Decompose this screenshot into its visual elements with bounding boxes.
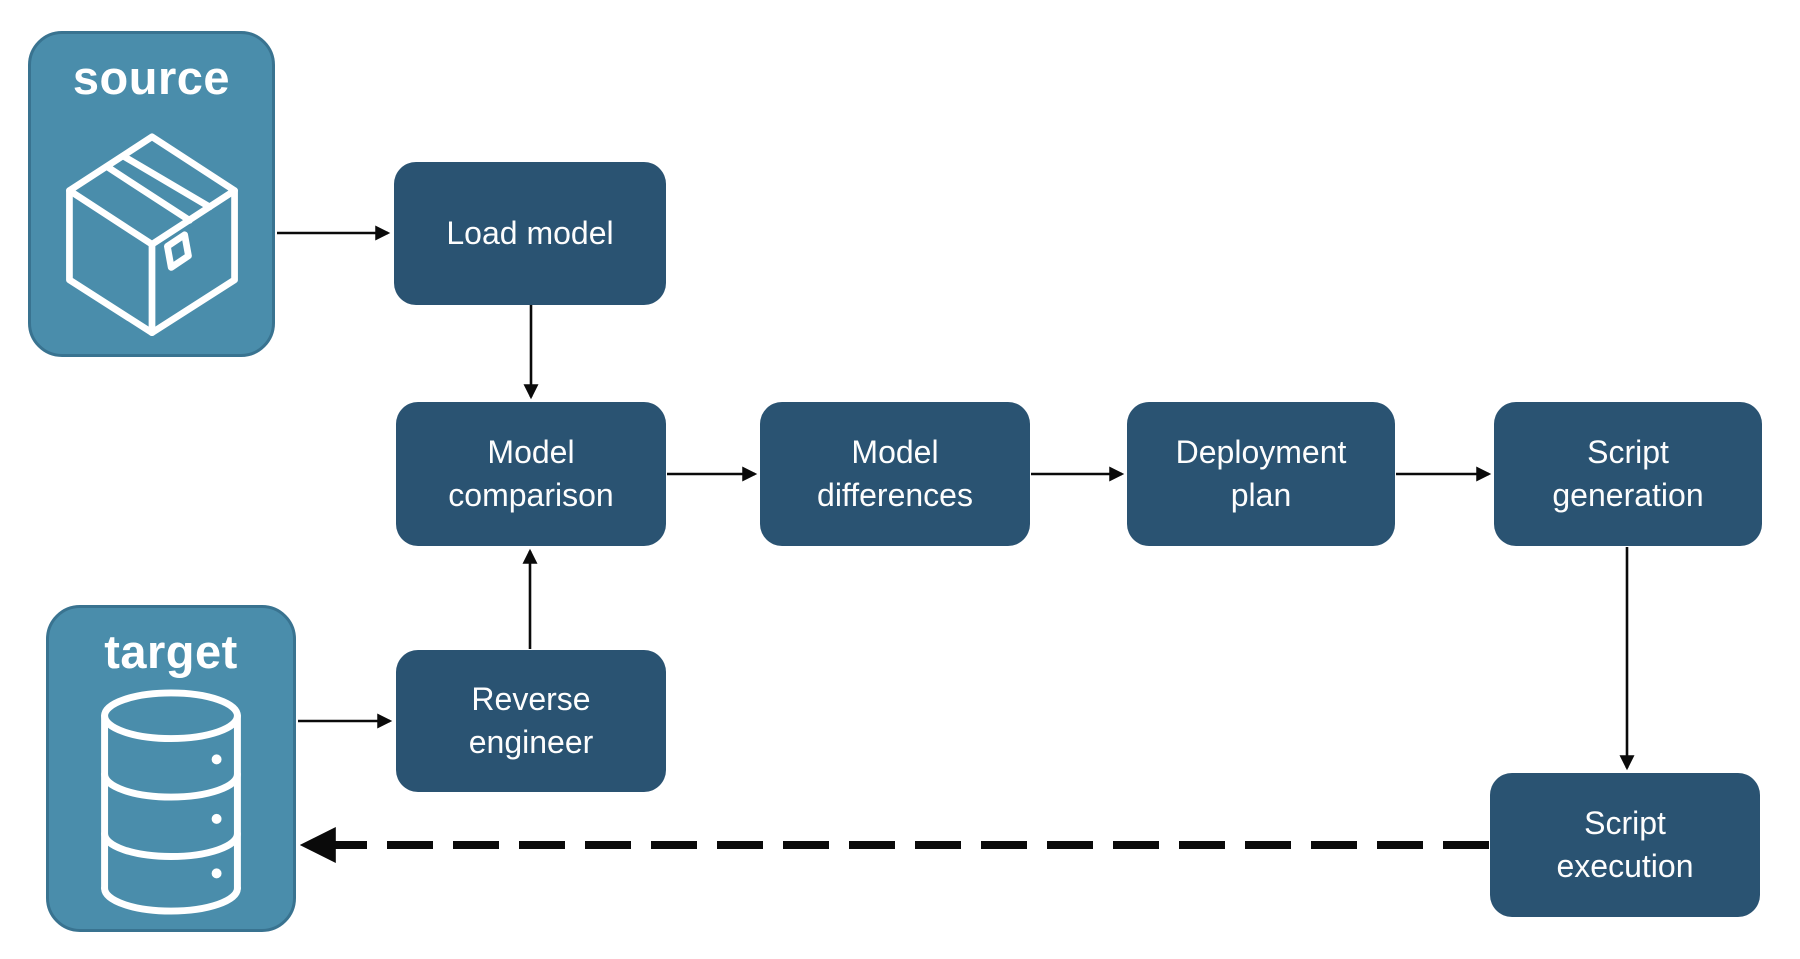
node-deployment-plan: Deployment plan bbox=[1127, 402, 1395, 546]
script-execution-label: Script execution bbox=[1556, 805, 1694, 884]
database-icon bbox=[49, 678, 293, 929]
target-label: target bbox=[104, 625, 238, 678]
node-source: source bbox=[28, 31, 275, 357]
load-model-label: Load model bbox=[446, 215, 614, 252]
node-model-comparison: Model comparison bbox=[396, 402, 666, 546]
node-reverse-engineer: Reverse engineer bbox=[396, 650, 666, 792]
node-load-model: Load model bbox=[394, 162, 666, 305]
source-label: source bbox=[72, 51, 231, 104]
model-comparison-label: Model comparison bbox=[448, 434, 614, 513]
deployment-plan-label: Deployment plan bbox=[1175, 434, 1347, 513]
node-script-execution: Script execution bbox=[1490, 773, 1760, 917]
node-target: target bbox=[46, 605, 296, 932]
package-box-icon bbox=[31, 104, 272, 354]
model-differences-label: Model differences bbox=[817, 434, 973, 513]
node-script-generation: Script generation bbox=[1494, 402, 1762, 546]
reverse-engineer-label: Reverse engineer bbox=[468, 681, 594, 760]
node-model-differences: Model differences bbox=[760, 402, 1030, 546]
script-generation-label: Script generation bbox=[1552, 434, 1704, 513]
